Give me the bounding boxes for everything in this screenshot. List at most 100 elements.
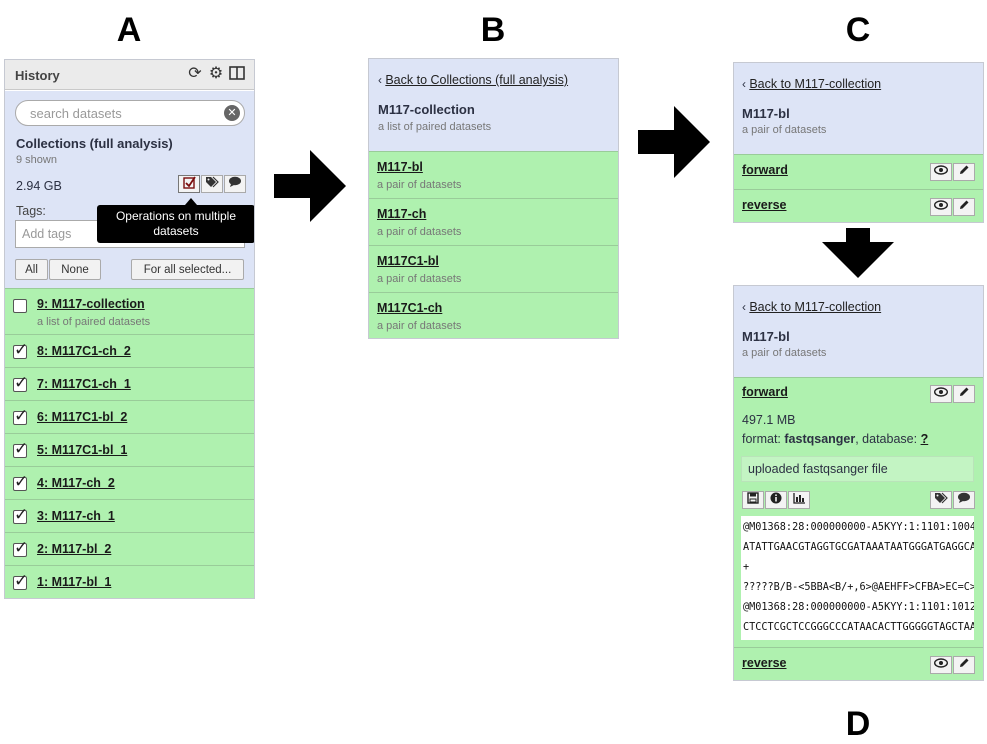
list-item[interactable]: ✓ 3: M117-ch_1 — [5, 499, 254, 532]
chevron-left-icon: ‹ — [742, 77, 750, 91]
item-name[interactable]: M117-ch — [377, 207, 427, 221]
item-name[interactable]: M117C1-bl — [377, 254, 439, 268]
row-checkbox[interactable]: ✓ — [13, 373, 29, 392]
back-link[interactable]: ‹ Back to Collections (full analysis) — [378, 72, 568, 87]
pair-desc: a pair of datasets — [742, 124, 827, 136]
database-link[interactable]: ? — [920, 432, 929, 446]
reverse-link[interactable]: reverse — [742, 198, 787, 212]
eye-icon[interactable] — [930, 163, 952, 181]
item-name[interactable]: 9: M117-collection — [37, 297, 145, 311]
tags-button[interactable] — [201, 175, 223, 193]
panel-label-b: B — [480, 11, 506, 49]
list-item[interactable]: M117C1-bl a pair of datasets — [369, 245, 618, 292]
list-item[interactable]: ✓ 8: M117C1-ch_2 — [5, 334, 254, 367]
eye-icon[interactable] — [930, 385, 952, 403]
item-name[interactable]: 2: M117-bl_2 — [37, 542, 112, 556]
item-name[interactable]: 8: M117C1-ch_2 — [37, 344, 131, 358]
gear-icon[interactable]: ⚙ — [208, 65, 224, 82]
item-name[interactable]: 1: M117-bl_1 — [37, 575, 112, 589]
row-checkbox[interactable]: ✓ — [13, 571, 29, 590]
arrow-down-icon — [822, 228, 894, 278]
forward-link[interactable]: forward — [742, 163, 788, 177]
visualize-icon[interactable] — [788, 491, 810, 509]
list-item[interactable]: reverse — [734, 189, 983, 222]
list-item[interactable]: reverse — [734, 647, 983, 680]
history-name[interactable]: Collections (full analysis) — [16, 136, 173, 151]
list-item[interactable]: ✓ 4: M117-ch_2 — [5, 466, 254, 499]
save-icon[interactable] — [742, 491, 764, 509]
tooltip: Operations on multiple datasets — [97, 205, 254, 243]
back-link-label[interactable]: Back to M117-collection — [749, 300, 882, 314]
item-name[interactable]: 4: M117-ch_2 — [37, 476, 115, 490]
item-name[interactable]: 7: M117C1-ch_1 — [37, 377, 131, 391]
item-name[interactable]: 6: M117C1-bl_2 — [37, 410, 128, 424]
eye-icon[interactable] — [930, 198, 952, 216]
back-link-label[interactable]: Back to M117-collection — [749, 77, 882, 91]
list-item[interactable]: M117-ch a pair of datasets — [369, 198, 618, 245]
collection-header: ‹ Back to Collections (full analysis) M1… — [369, 59, 618, 151]
back-link[interactable]: ‹ Back to M117-collection — [742, 76, 881, 91]
list-item[interactable]: ✓ 6: M117C1-bl_2 — [5, 400, 254, 433]
shown-count: 9 shown — [16, 154, 57, 166]
pencil-icon[interactable] — [953, 385, 975, 403]
panel-label-a: A — [116, 11, 142, 49]
dataset-info: uploaded fastqsanger file — [741, 456, 974, 482]
reverse-link[interactable]: reverse — [742, 656, 787, 670]
comment-icon[interactable] — [953, 491, 975, 509]
tooltip-arrow — [185, 198, 197, 205]
row-checkbox[interactable] — [13, 299, 27, 313]
back-link-label[interactable]: Back to Collections (full analysis) — [385, 73, 569, 87]
forward-link[interactable]: forward — [742, 385, 788, 399]
chevron-left-icon: ‹ — [742, 300, 750, 314]
list-item[interactable]: M117-bl a pair of datasets — [369, 151, 618, 198]
row-checkbox[interactable]: ✓ — [13, 406, 29, 425]
columns-icon[interactable] — [228, 65, 246, 83]
select-none-button[interactable]: None — [49, 259, 101, 280]
refresh-icon[interactable]: ⟳ — [188, 65, 202, 82]
tags-icon[interactable] — [930, 491, 952, 509]
clear-search-icon[interactable]: ✕ — [224, 105, 240, 121]
format-value: fastqsanger — [784, 432, 856, 446]
panel-label-d: D — [845, 705, 871, 743]
eye-icon[interactable] — [930, 656, 952, 674]
row-checkbox[interactable]: ✓ — [13, 439, 29, 458]
peek-line: CTCCTCGCTCCGGGCCCATAACACTTGGGGGTAGCTAA — [743, 622, 974, 633]
list-item[interactable]: forward — [734, 154, 983, 189]
row-checkbox[interactable]: ✓ — [13, 538, 29, 557]
peek-line: @M01368:28:000000000-A5KYY:1:1101:1004 — [743, 522, 974, 533]
tags-placeholder: Add tags — [22, 227, 72, 241]
info-icon[interactable] — [765, 491, 787, 509]
select-all-button[interactable]: All — [15, 259, 48, 280]
peek-line: + — [743, 562, 750, 573]
list-item[interactable]: ✓ 1: M117-bl_1 — [5, 565, 254, 598]
dataset-format: format: fastqsanger, database: ? — [742, 432, 928, 446]
for-all-selected-button[interactable]: For all selected... — [131, 259, 244, 280]
search-input[interactable]: search datasets ✕ — [15, 100, 245, 126]
item-name[interactable]: 3: M117-ch_1 — [37, 509, 115, 523]
collection-title: M117-collection — [378, 102, 475, 117]
pencil-icon[interactable] — [953, 163, 975, 181]
item-name[interactable]: M117-bl — [377, 160, 423, 174]
list-item[interactable]: M117C1-ch a pair of datasets — [369, 292, 618, 338]
pair-header: ‹ Back to M117-collection M117-bl a pair… — [734, 63, 983, 154]
row-checkbox[interactable]: ✓ — [13, 340, 29, 359]
row-checkbox[interactable]: ✓ — [13, 505, 29, 524]
item-name[interactable]: 5: M117C1-bl_1 — [37, 443, 128, 457]
arrow-right-icon — [274, 150, 346, 222]
row-checkbox[interactable]: ✓ — [13, 472, 29, 491]
pencil-icon[interactable] — [953, 198, 975, 216]
annotation-button[interactable] — [224, 175, 246, 193]
item-desc: a pair of datasets — [377, 226, 462, 238]
list-item[interactable]: ✓ 2: M117-bl_2 — [5, 532, 254, 565]
back-link[interactable]: ‹ Back to M117-collection — [742, 299, 881, 314]
select-multiple-button[interactable] — [178, 175, 200, 193]
item-name[interactable]: M117C1-ch — [377, 301, 443, 315]
list-item[interactable]: 9: M117-collection a list of paired data… — [5, 288, 254, 334]
list-item[interactable]: ✓ 5: M117C1-bl_1 — [5, 433, 254, 466]
list-item[interactable]: ✓ 7: M117C1-ch_1 — [5, 367, 254, 400]
pencil-icon[interactable] — [953, 656, 975, 674]
peek-line: ?????B/B-<5BBA<B/+,6>@AEHFF>CFBA>EC=C> — [743, 582, 974, 593]
panel-label-c: C — [845, 11, 871, 49]
item-desc: a pair of datasets — [377, 320, 462, 332]
expanded-dataset: forward 497.1 MB format: fastqsanger, da… — [734, 377, 983, 647]
